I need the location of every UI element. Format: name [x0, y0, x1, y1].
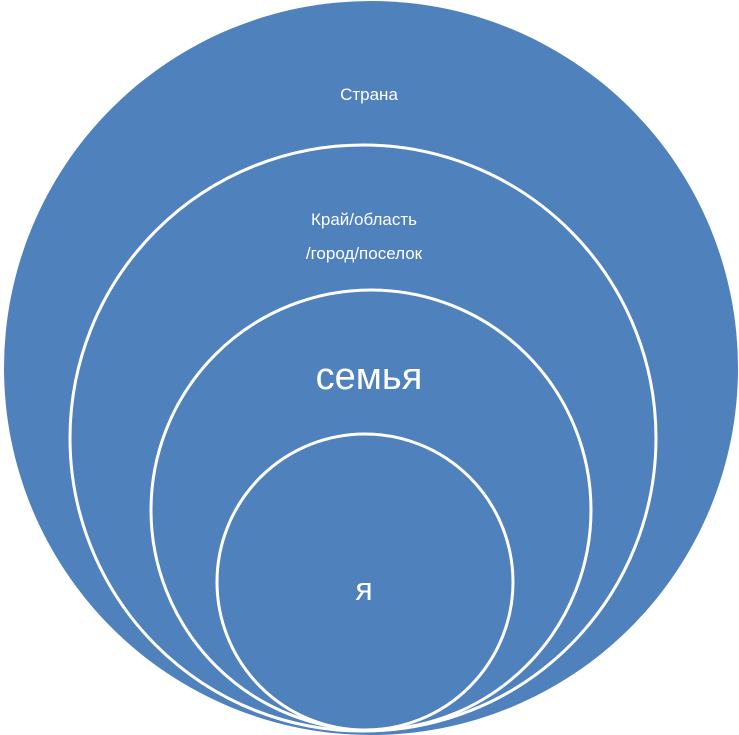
circle-me	[215, 432, 515, 732]
label-region-line1: Край/область	[311, 210, 417, 229]
label-me: я	[355, 571, 372, 607]
label-country: Страна	[340, 85, 398, 104]
label-region-line2: /город/поселок	[306, 244, 423, 263]
label-family: семья	[316, 356, 423, 398]
